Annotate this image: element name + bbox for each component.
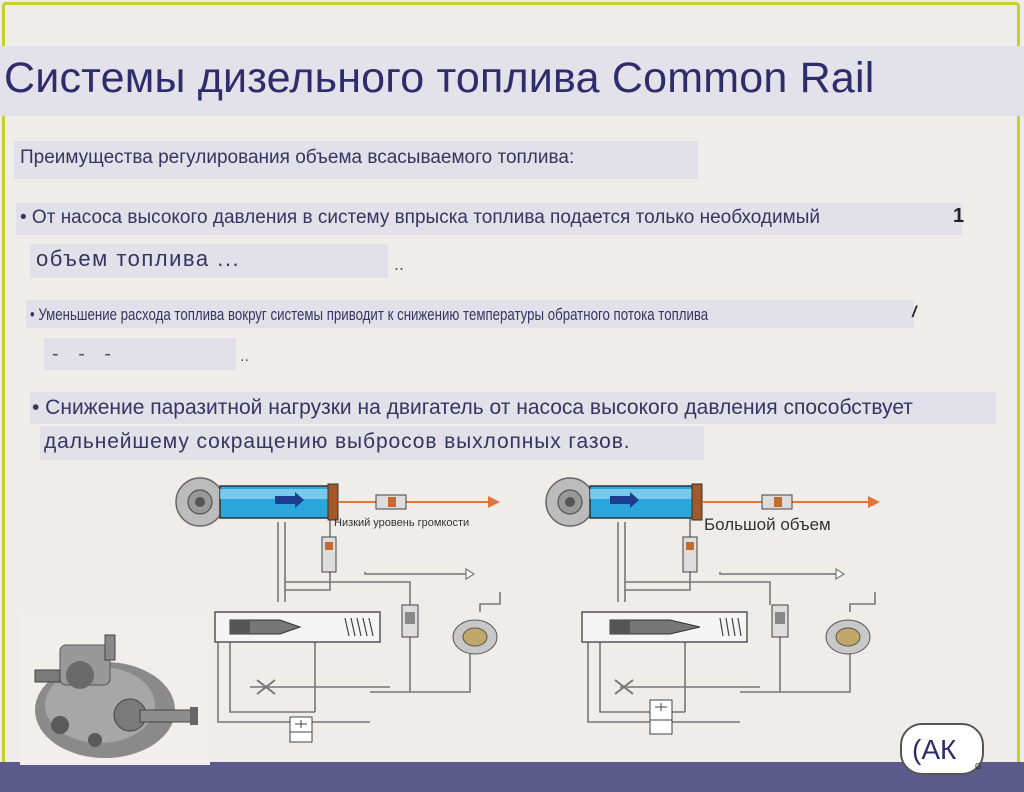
bullet-2-line-1: • Уменьшение расхода топлива вокруг сист…: [30, 305, 709, 324]
bullet-1-highlight: [16, 203, 962, 235]
bullet-1-line-1: • От насоса высокого давления в систему …: [20, 207, 820, 228]
bullet-3-line-2-highlight: [40, 426, 704, 460]
bullet-2-mark: /: [912, 304, 917, 321]
subtitle: Преимущества регулирования объема всасыв…: [20, 147, 575, 168]
bullet-3-line-2: дальнейшему сокращению выбросов выхлопны…: [44, 430, 631, 453]
right-flow-diagram: Большой объем: [545, 477, 880, 735]
bullet-2-dots: ..: [240, 348, 249, 365]
bullet-2-line-2-highlight: [44, 338, 236, 370]
pump-image: [20, 615, 210, 765]
left-flow-diagram: Низкий уровень громкости: [175, 477, 501, 743]
bullet-2-line-2: - - -: [52, 343, 119, 365]
subtitle-highlight: [14, 141, 698, 179]
left-diagram-label: Низкий уровень громкости: [334, 517, 469, 529]
bullet-2-highlight: [26, 300, 914, 328]
bullet-3-line-1: • Снижение паразитной нагрузки на двигат…: [32, 396, 913, 419]
right-diagram-label: Большой объем: [704, 515, 831, 534]
bullet-1-line-2-highlight: [30, 244, 388, 278]
bullet-3-highlight: [30, 392, 996, 424]
logo-small-text: G: [975, 762, 982, 771]
bottom-band: [0, 762, 1024, 792]
logo-text: (АК: [912, 734, 957, 765]
title-background: [0, 46, 1024, 116]
bullet-1-line-2: объем топлива ...: [36, 246, 241, 271]
bullet-1-dots: ..: [394, 254, 405, 274]
logo: [900, 723, 984, 775]
slide-title: Системы дизельного топлива Common Rail: [4, 54, 875, 102]
bullet-1-mark: 1: [953, 205, 965, 227]
